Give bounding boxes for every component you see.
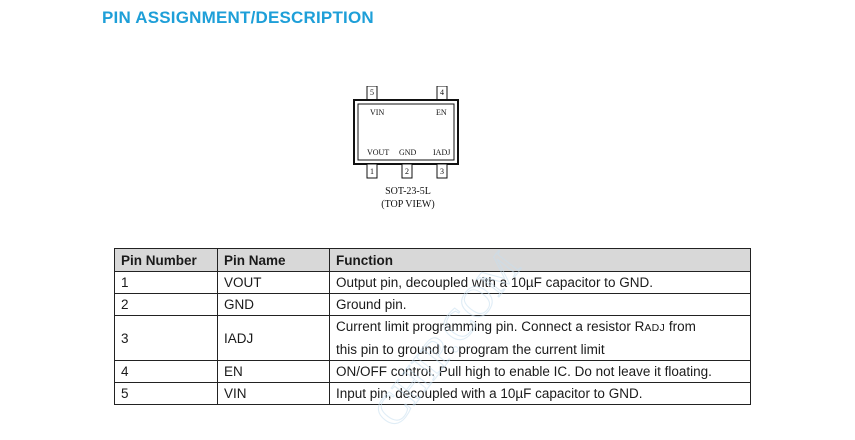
function-text-line1-end: from: [665, 319, 696, 334]
view-label: (TOP VIEW): [381, 199, 435, 210]
pin-name-cell: GND: [217, 293, 330, 316]
function-cell: ON/OFF control. Pull high to enable IC. …: [329, 360, 751, 383]
pin-number-cell: 4: [114, 360, 218, 383]
function-subscript: ADJ: [644, 322, 666, 334]
pin-label-vout: VOUT: [367, 148, 390, 157]
pin-label-iadj: IADJ: [433, 148, 451, 157]
pin-name-cell: VOUT: [217, 271, 330, 294]
function-text-line1: Current limit programming pin. Connect a…: [336, 319, 645, 334]
pin-number-4: 4: [440, 88, 444, 97]
function-cell: Output pin, decoupled with a 10µF capaci…: [329, 271, 751, 294]
pin-number-5: 5: [370, 88, 374, 97]
sot23-package-outline: [353, 86, 459, 180]
function-cell: Input pin, decoupled with a 10µF capacit…: [329, 382, 751, 405]
header-pin-name: Pin Name: [217, 248, 330, 272]
function-cell: Current limit programming pin. Connect a…: [329, 315, 751, 361]
table-row: 4 EN ON/OFF control. Pull high to enable…: [114, 360, 751, 383]
pin-table: Pin Number Pin Name Function 1 VOUT Outp…: [114, 248, 751, 405]
section-title: PIN ASSIGNMENT/DESCRIPTION: [102, 8, 374, 27]
header-pin-number: Pin Number: [114, 248, 218, 272]
table-row: 1 VOUT Output pin, decoupled with a 10µF…: [114, 271, 751, 294]
pin-number-2: 2: [405, 167, 409, 176]
pin-label-vin: VIN: [370, 108, 385, 117]
pin-name-cell: EN: [217, 360, 330, 383]
header-function: Function: [329, 248, 751, 272]
pin-name-cell: IADJ: [217, 315, 330, 361]
pin-number-cell: 5: [114, 382, 218, 405]
pin-label-gnd: GND: [399, 148, 417, 157]
package-name: SOT-23-5L: [385, 186, 431, 197]
function-text-line2: this pin to ground to program the curren…: [336, 342, 605, 357]
table-header-row: Pin Number Pin Name Function: [114, 248, 751, 272]
pin-name-cell: VIN: [217, 382, 330, 405]
pin-label-en: EN: [436, 108, 447, 117]
table-row: 5 VIN Input pin, decoupled with a 10µF c…: [114, 382, 751, 405]
pin-number-cell: 3: [114, 315, 218, 361]
function-cell: Ground pin.: [329, 293, 751, 316]
pin-number-cell: 1: [114, 271, 218, 294]
pin-number-cell: 2: [114, 293, 218, 316]
pin-number-1: 1: [370, 167, 374, 176]
pin-number-3: 3: [440, 167, 444, 176]
table-row: 3 IADJ Current limit programming pin. Co…: [114, 315, 751, 361]
table-row: 2 GND Ground pin.: [114, 293, 751, 316]
